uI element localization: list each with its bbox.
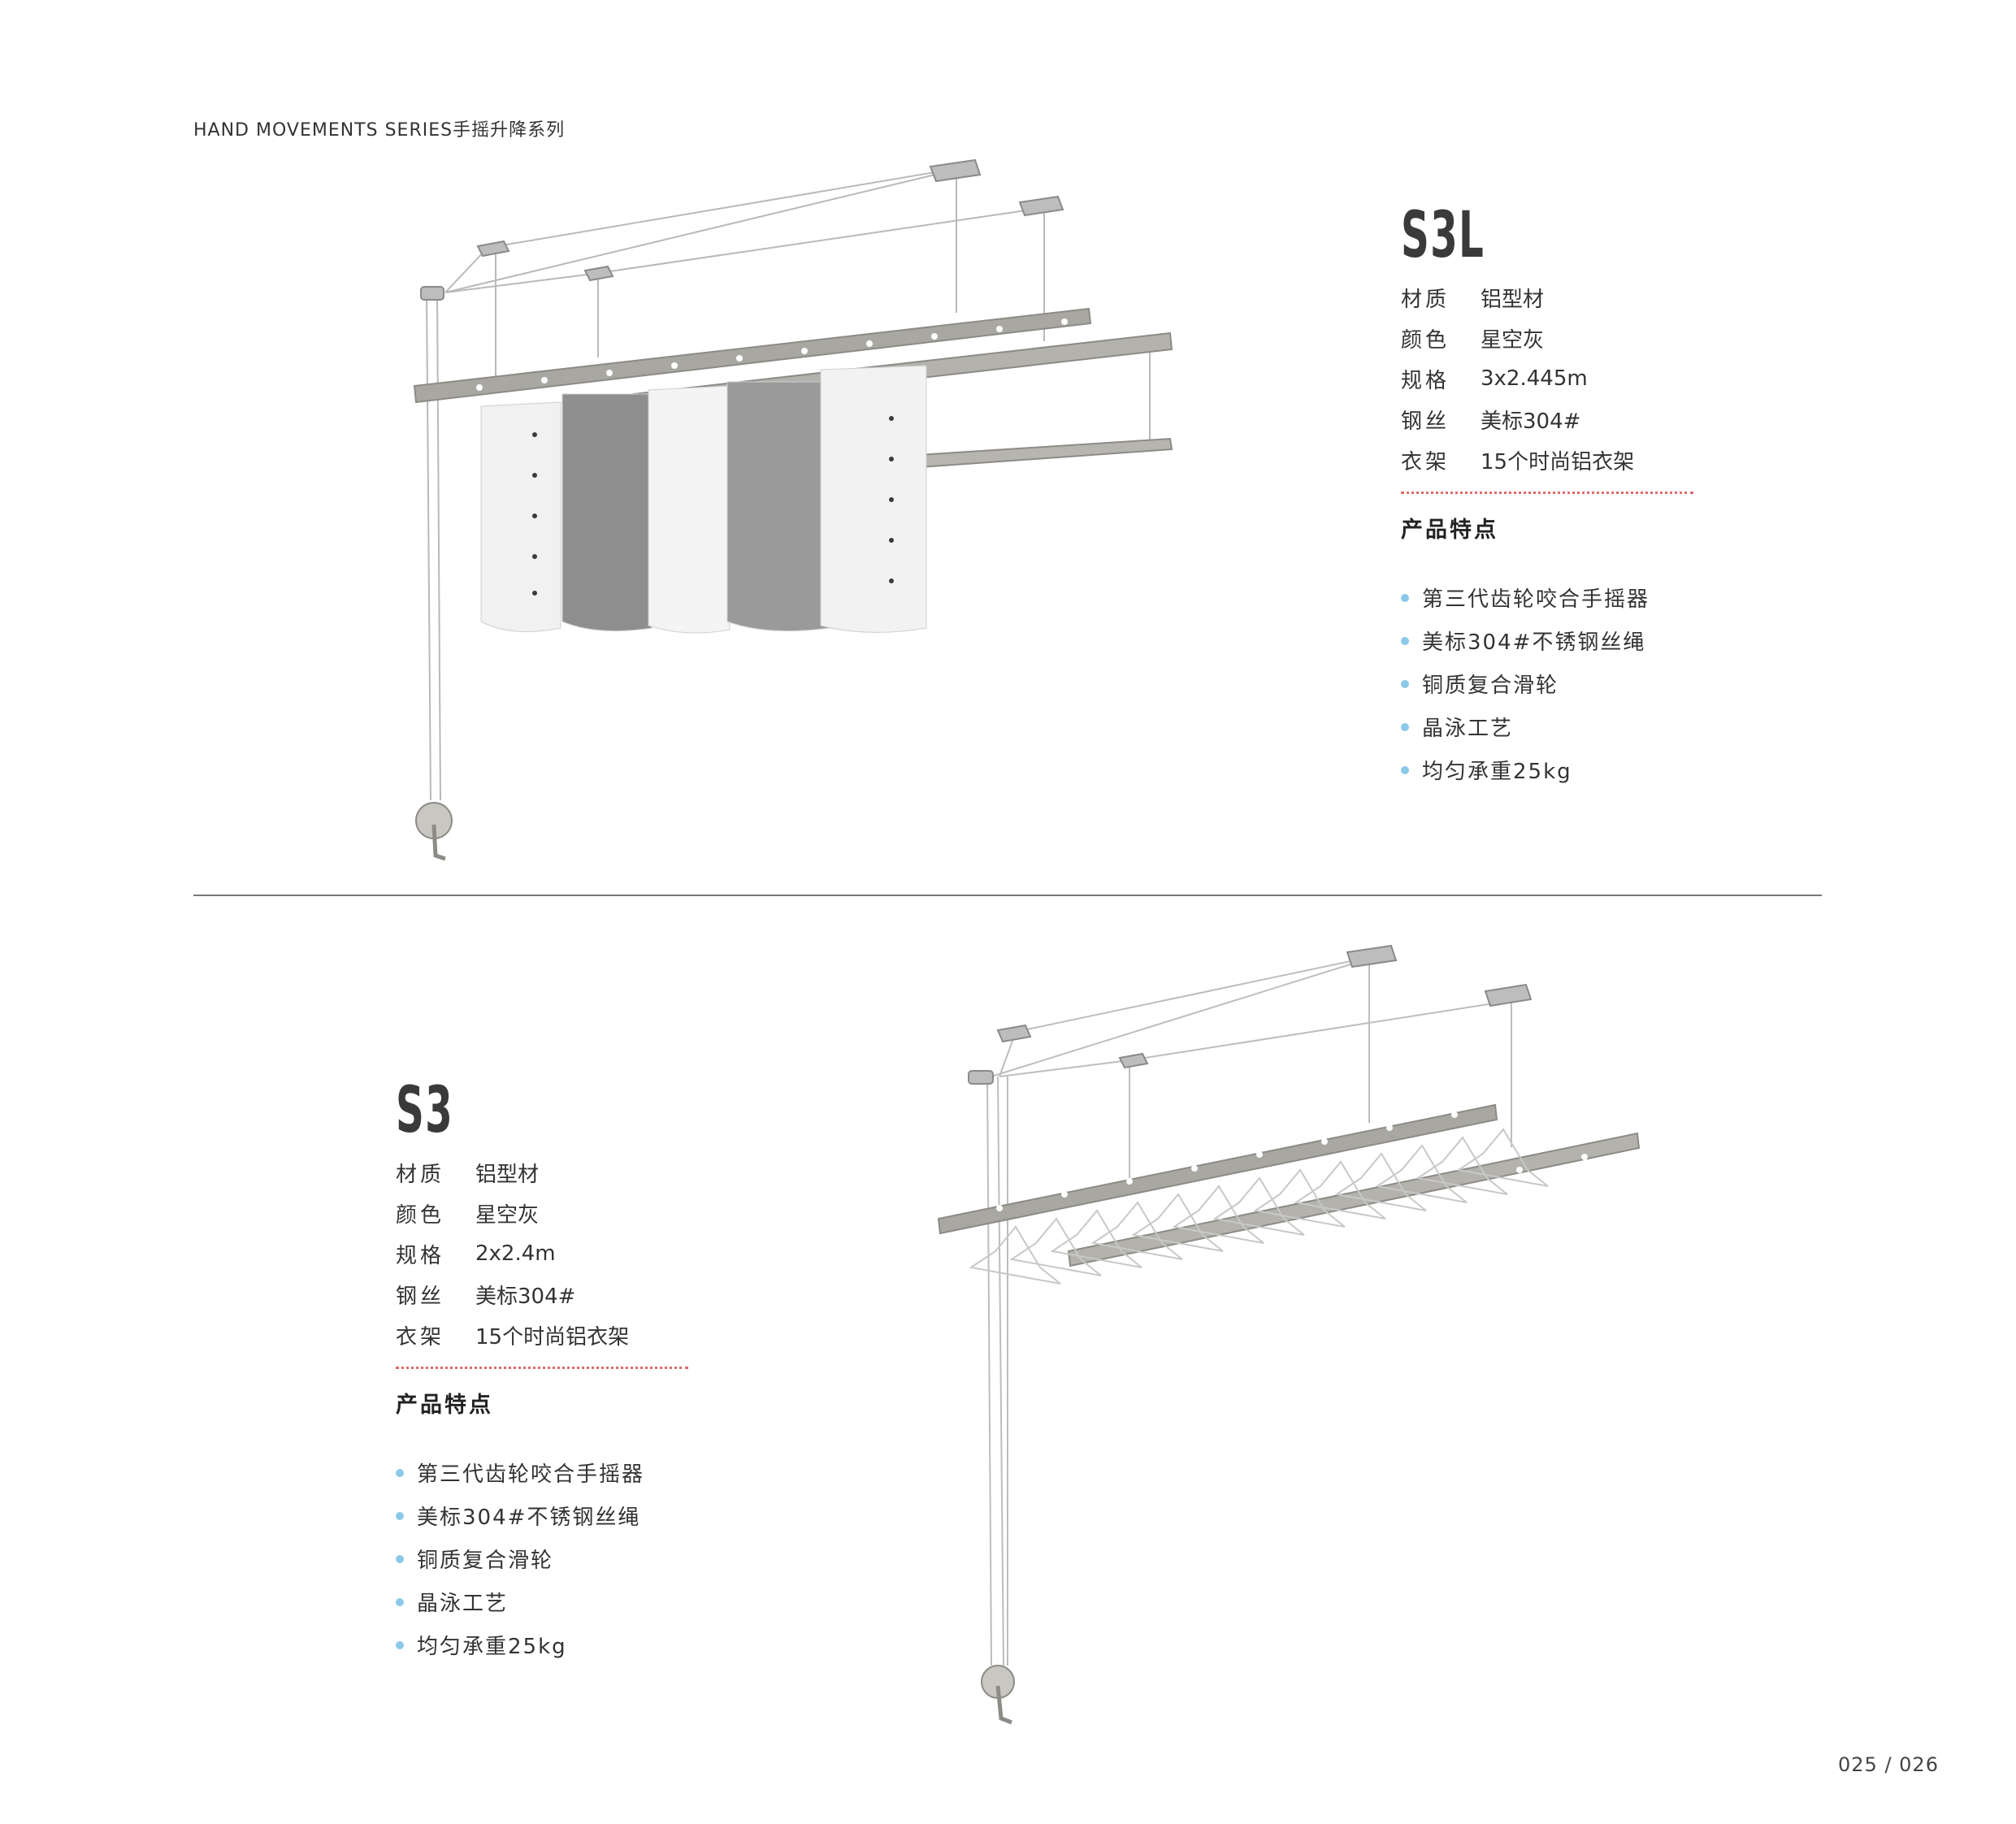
spec-label: 衣架 xyxy=(396,1324,445,1350)
spec-label: 材质 xyxy=(396,1162,445,1187)
spec-row-hanger: 衣架 15个时尚铝衣架 xyxy=(396,1315,688,1355)
s3l-product-illustration xyxy=(413,158,1173,861)
spec-value: 3x2.445m xyxy=(1481,366,1588,391)
s3l-product-info: S3L 材质 铝型材 颜色 星空灰 规格 3x2.445m 钢丝 美标304# … xyxy=(1401,199,1693,791)
spec-label: 颜色 xyxy=(396,1202,445,1228)
feature-item: 晶泳工艺 xyxy=(396,1580,688,1623)
feature-item: 均匀承重25kg xyxy=(1401,748,1693,791)
feature-list: 第三代齿轮咬合手摇器 美标304#不锈钢丝绳 铜质复合滑轮 晶泳工艺 均匀承重2… xyxy=(396,1451,688,1666)
spec-value: 15个时尚铝衣架 xyxy=(1481,449,1635,474)
feature-item: 晶泳工艺 xyxy=(1401,705,1693,748)
spec-label: 颜色 xyxy=(1401,327,1450,353)
feature-item: 铜质复合滑轮 xyxy=(396,1537,688,1580)
spec-label: 衣架 xyxy=(1401,449,1450,474)
spec-label: 钢丝 xyxy=(1401,409,1450,434)
bullet-dot-icon xyxy=(1401,765,1409,774)
spec-label: 规格 xyxy=(1401,368,1450,393)
spec-value: 美标304# xyxy=(475,1284,576,1309)
feature-text: 美标304#不锈钢丝绳 xyxy=(1422,630,1646,655)
bullet-dot-icon xyxy=(1401,636,1409,645)
bullet-dot-icon xyxy=(1401,593,1409,602)
feature-text: 第三代齿轮咬合手摇器 xyxy=(1422,587,1650,612)
bullet-dot-icon xyxy=(1401,722,1409,731)
section-divider xyxy=(193,895,1822,896)
spec-label: 钢丝 xyxy=(396,1284,445,1309)
spec-value: 2x2.4m xyxy=(475,1241,556,1266)
spec-row-wire: 钢丝 美标304# xyxy=(1401,399,1693,440)
spec-row-hanger: 衣架 15个时尚铝衣架 xyxy=(1401,440,1693,480)
spec-value: 美标304# xyxy=(1481,409,1581,434)
s3-product-illustration xyxy=(937,944,1641,1725)
features-heading: 产品特点 xyxy=(396,1393,493,1418)
spec-list: 材质 铝型材 颜色 星空灰 规格 2x2.4m 钢丝 美标304# 衣架 15个… xyxy=(396,1152,688,1355)
page-number: 025 / 026 xyxy=(1838,1753,1939,1776)
model-name: S3 xyxy=(396,1074,453,1147)
feature-text: 铜质复合滑轮 xyxy=(417,1549,554,1573)
feature-text: 美标304#不锈钢丝绳 xyxy=(417,1506,641,1530)
s3-product-info: S3 材质 铝型材 颜色 星空灰 规格 2x2.4m 钢丝 美标304# 衣架 … xyxy=(396,1074,688,1666)
model-name: S3L xyxy=(1401,199,1485,272)
feature-text: 铜质复合滑轮 xyxy=(1422,674,1559,698)
series-title: HAND MOVEMENTS SERIES手摇升降系列 xyxy=(193,120,566,141)
feature-item: 美标304#不锈钢丝绳 xyxy=(1401,619,1693,662)
spec-row-color: 颜色 星空灰 xyxy=(1401,318,1693,358)
spec-row-size: 规格 2x2.4m xyxy=(396,1233,688,1274)
front-rail xyxy=(413,307,1092,404)
spec-label: 材质 xyxy=(1401,287,1450,312)
spec-value: 铝型材 xyxy=(475,1162,540,1187)
feature-item: 第三代齿轮咬合手摇器 xyxy=(1401,576,1693,619)
feature-item: 第三代齿轮咬合手摇器 xyxy=(396,1451,688,1494)
spec-row-material: 材质 铝型材 xyxy=(396,1152,688,1193)
bullet-dot-icon xyxy=(1401,679,1409,688)
spec-value: 铝型材 xyxy=(1481,287,1545,312)
bullet-dot-icon xyxy=(396,1511,404,1520)
bullet-dot-icon xyxy=(396,1640,404,1649)
feature-item: 均匀承重25kg xyxy=(396,1623,688,1666)
spec-row-material: 材质 铝型材 xyxy=(1401,277,1693,318)
rear-rail xyxy=(1067,1132,1641,1267)
spec-row-color: 颜色 星空灰 xyxy=(396,1193,688,1233)
spec-row-size: 规格 3x2.445m xyxy=(1401,358,1693,399)
feature-text: 均匀承重25kg xyxy=(417,1635,567,1659)
feature-text: 均匀承重25kg xyxy=(1422,760,1572,784)
features-heading: 产品特点 xyxy=(1401,518,1498,543)
bullet-dot-icon xyxy=(396,1554,404,1563)
dotted-divider xyxy=(396,1367,688,1369)
bullet-dot-icon xyxy=(396,1468,404,1477)
spec-value: 星空灰 xyxy=(475,1202,540,1228)
spec-label: 规格 xyxy=(396,1243,445,1268)
bullet-dot-icon xyxy=(396,1597,404,1606)
feature-item: 美标304#不锈钢丝绳 xyxy=(396,1494,688,1537)
feature-text: 晶泳工艺 xyxy=(1422,717,1514,741)
feature-item: 铜质复合滑轮 xyxy=(1401,662,1693,705)
feature-list: 第三代齿轮咬合手摇器 美标304#不锈钢丝绳 铜质复合滑轮 晶泳工艺 均匀承重2… xyxy=(1401,576,1693,791)
spec-list: 材质 铝型材 颜色 星空灰 规格 3x2.445m 钢丝 美标304# 衣架 1… xyxy=(1401,277,1693,480)
drop-bar xyxy=(917,437,1173,469)
dotted-divider xyxy=(1401,492,1693,494)
spec-value: 15个时尚铝衣架 xyxy=(475,1324,630,1350)
feature-text: 第三代齿轮咬合手摇器 xyxy=(417,1462,645,1487)
front-rail xyxy=(937,1103,1498,1235)
spec-value: 星空灰 xyxy=(1481,327,1545,353)
feature-text: 晶泳工艺 xyxy=(417,1592,509,1616)
spec-row-wire: 钢丝 美标304# xyxy=(396,1274,688,1315)
